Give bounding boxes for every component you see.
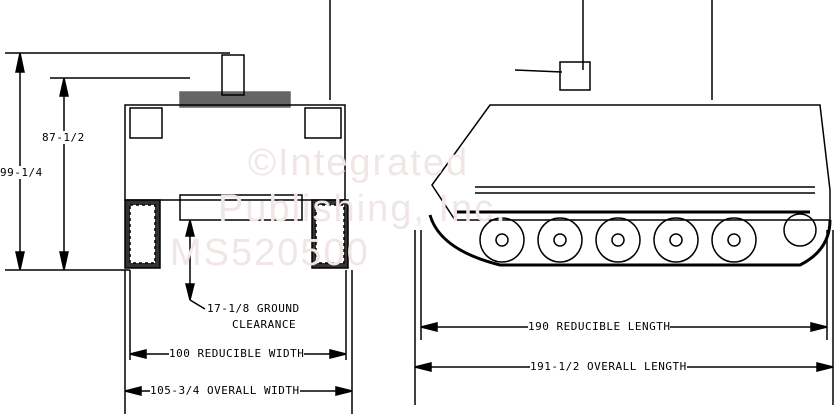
ground-clearance-label: 17-1/8 GROUND: [207, 302, 300, 315]
watermark-line-3: MS520500: [170, 232, 370, 274]
watermark-line-2: Publishing, Inc.: [218, 188, 508, 230]
reducible-length-label: 190 REDUCIBLE LENGTH: [528, 320, 671, 333]
reducible-height-label: 87-1/2: [42, 131, 85, 144]
length-dimension-lines: [414, 230, 834, 405]
overall-length-label: 191-1/2 OVERALL LENGTH: [530, 360, 687, 373]
front-view-vehicle: [124, 0, 349, 310]
watermark-line-1: ©Integrated: [248, 142, 470, 184]
overall-width-label: 105-3/4 OVERALL WIDTH: [150, 384, 300, 397]
side-view-vehicle: [428, 0, 832, 267]
reducible-width-label: 100 REDUCIBLE WIDTH: [169, 347, 305, 360]
ground-clearance-label-2: CLEARANCE: [232, 318, 297, 331]
overall-height-label: 99-1/4: [0, 166, 43, 179]
height-dimension-lines: [5, 52, 230, 271]
